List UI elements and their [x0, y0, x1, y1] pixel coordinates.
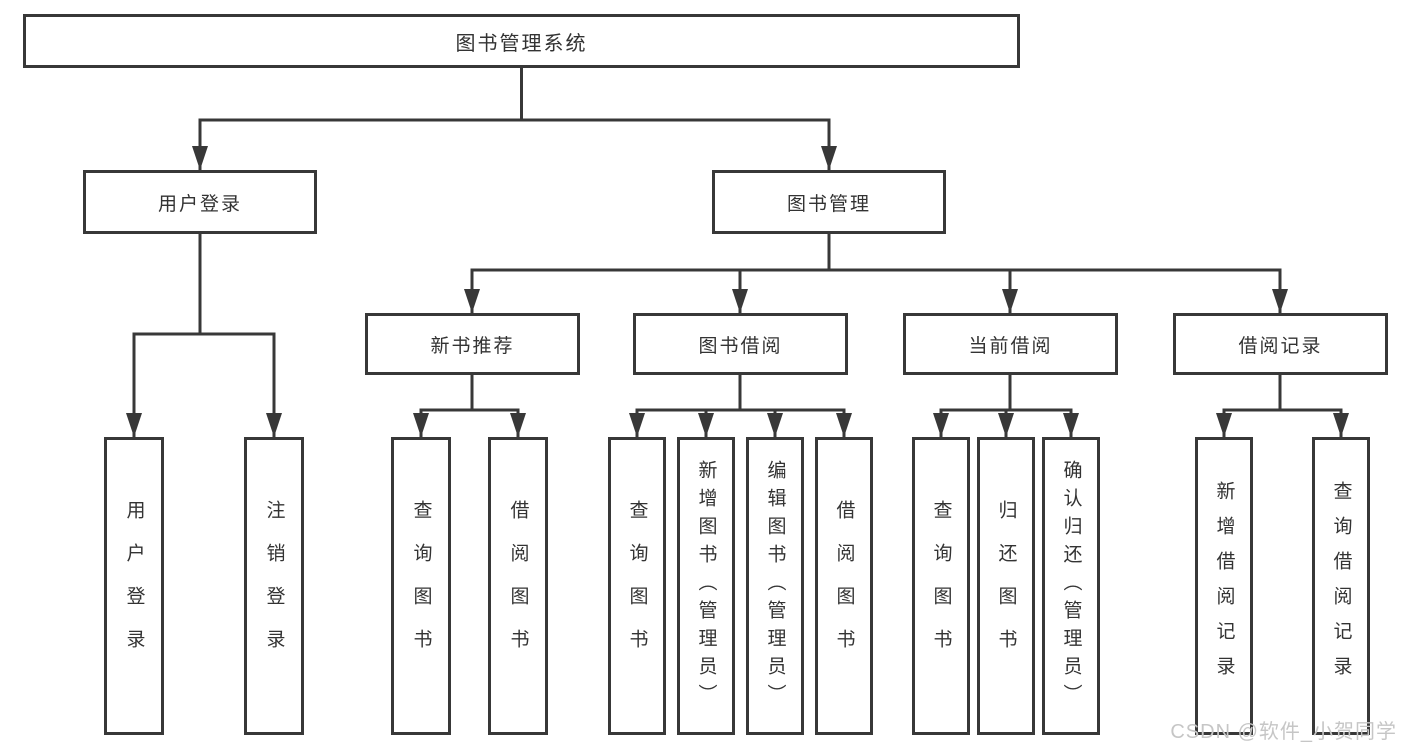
leaf-current-query-books: 查询图书	[912, 437, 970, 735]
node-book-borrowing: 图书借阅	[633, 313, 848, 375]
connector-book-management-to-level3	[464, 232, 1288, 313]
node-current-borrowing: 当前借阅	[903, 313, 1118, 375]
leaf-label: 注销登录	[263, 500, 285, 672]
leaf-recommend-borrow-books: 借阅图书	[488, 437, 548, 735]
node-new-book-recommend: 新书推荐	[365, 313, 580, 375]
leaf-label: 确认归还（管理员）	[1060, 460, 1082, 712]
connector-new-book-recommend-to-leaves	[413, 373, 526, 437]
leaf-borrowing-edit-books-admin: 编辑图书（管理员）	[746, 437, 804, 735]
leaf-label: 查询图书	[410, 500, 432, 672]
leaf-label: 新增图书（管理员）	[695, 460, 717, 712]
node-library-management-system: 图书管理系统	[23, 14, 1020, 68]
node-label: 当前借阅	[968, 335, 1053, 357]
connector-current-borrowing-to-leaves	[933, 373, 1079, 437]
leaf-label: 借阅图书	[833, 500, 855, 672]
leaf-label: 编辑图书（管理员）	[764, 460, 786, 712]
node-label: 新书推荐	[430, 335, 515, 357]
leaf-label: 查询借阅记录	[1330, 481, 1352, 691]
leaf-label: 查询图书	[930, 500, 952, 672]
leaf-records-add-record: 新增借阅记录	[1195, 437, 1253, 735]
leaf-current-return-books: 归还图书	[977, 437, 1035, 735]
leaf-borrowing-borrow-books: 借阅图书	[815, 437, 873, 735]
connector-root-to-level2	[192, 66, 837, 170]
connector-book-borrowing-to-leaves	[629, 373, 852, 437]
leaf-label: 查询图书	[626, 500, 648, 672]
leaf-current-confirm-return-admin: 确认归还（管理员）	[1042, 437, 1100, 735]
leaf-logout: 注销登录	[244, 437, 304, 735]
connector-borrowing-records-to-leaves	[1216, 373, 1349, 437]
node-label: 借阅记录	[1238, 335, 1323, 357]
node-label: 图书管理系统	[455, 32, 588, 55]
leaf-borrowing-query-books: 查询图书	[608, 437, 666, 735]
node-borrowing-records: 借阅记录	[1173, 313, 1388, 375]
node-label: 用户登录	[157, 193, 242, 215]
leaf-label: 新增借阅记录	[1213, 481, 1235, 691]
leaf-user-login: 用户登录	[104, 437, 164, 735]
leaf-label: 借阅图书	[507, 500, 529, 672]
connector-user-login-to-leaves	[126, 232, 282, 437]
leaf-records-query-record: 查询借阅记录	[1312, 437, 1370, 735]
leaf-recommend-query-books: 查询图书	[391, 437, 451, 735]
node-label: 图书管理	[786, 193, 871, 215]
node-label: 图书借阅	[698, 335, 783, 357]
leaf-label: 用户登录	[123, 500, 145, 672]
node-book-management: 图书管理	[712, 170, 946, 234]
csdn-watermark: CSDN @软件_小贺同学	[1170, 721, 1397, 743]
leaf-label: 归还图书	[995, 500, 1017, 672]
node-user-login: 用户登录	[83, 170, 317, 234]
leaf-borrowing-add-books-admin: 新增图书（管理员）	[677, 437, 735, 735]
